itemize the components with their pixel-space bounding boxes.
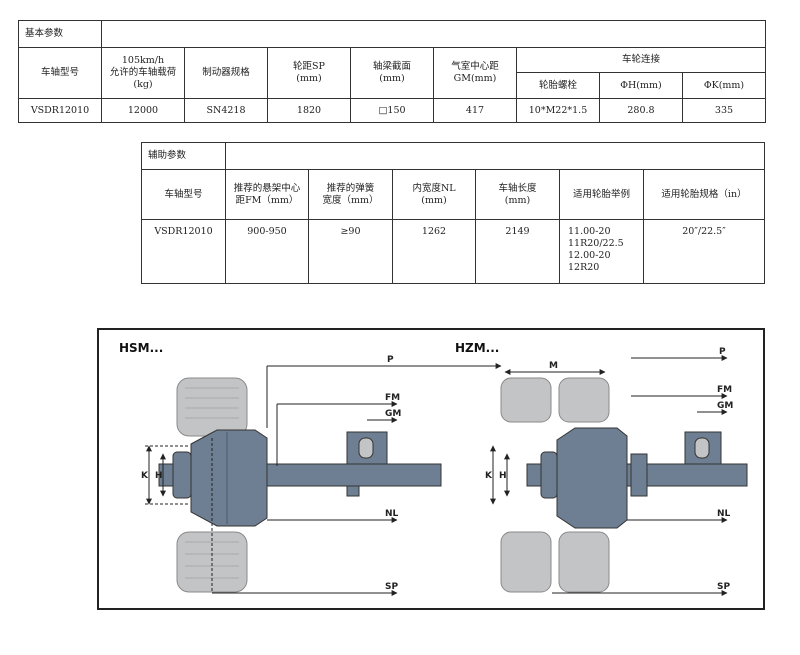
- hsm-upper-tire: [176, 377, 248, 437]
- hzm-label-K: K: [485, 471, 493, 481]
- aux-cell-wheels: 11.00-20 11R20/22.5 12.00-20 12R20: [559, 219, 644, 284]
- header-model: 车轴型号: [18, 47, 102, 99]
- header-beam: 轴梁截面(mm): [350, 47, 434, 99]
- hsm-title: HSM...: [119, 341, 163, 355]
- aux-cell-spring: ≥90: [308, 219, 393, 284]
- header-bolt: 轮胎螺栓: [516, 72, 600, 99]
- cell-model: VSDR12010: [18, 98, 102, 123]
- aux-params-table: 辅助参数 车轴型号 推荐的悬架中心距FM（mm） 推荐的弹簧宽度（mm） 内宽度…: [141, 142, 766, 284]
- cell-track: 1820: [267, 98, 351, 123]
- hzm-label-H: H: [499, 471, 507, 481]
- hzm-lower-tires: [500, 531, 610, 593]
- hsm-label-P: P: [387, 355, 394, 365]
- aux-header-tire: 适用轮胎规格（in）: [642, 169, 766, 220]
- hsm-axle-beam: [266, 463, 442, 487]
- hsm-label-GM: GM: [385, 409, 401, 419]
- hsm-bracket: [346, 431, 388, 497]
- cell-chamber: 417: [433, 98, 517, 123]
- hzm-label-GM: GM: [717, 401, 733, 411]
- cell-load: 12000: [101, 98, 185, 123]
- aux-section-title: 辅助参数: [141, 142, 226, 170]
- hzm-label-NL: NL: [717, 509, 731, 519]
- aux-header-spring: 推荐的弹簧宽度（mm）: [308, 169, 393, 220]
- aux-header-len: 车轴长度(mm): [475, 169, 560, 220]
- aux-header-wheels: 适用轮胎举例: [559, 169, 644, 220]
- axle-diagram: HSM... P FM GM NL SP K H HZM...: [97, 328, 765, 610]
- header-track: 轮距SP(mm): [267, 47, 351, 99]
- aux-cell-nl: 1262: [392, 219, 476, 284]
- table-row: VSDR12010 12000 SN4218 1820 □150 417 10*…: [18, 98, 766, 123]
- hsm-label-NL: NL: [385, 509, 399, 519]
- cell-beam: □150: [350, 98, 434, 123]
- hzm-label-P: P: [719, 347, 726, 357]
- hzm-bracket: [630, 431, 722, 497]
- aux-header-model: 车轴型号: [141, 169, 226, 220]
- header-brake: 制动器规格: [184, 47, 268, 99]
- cell-phiH: 280.8: [599, 98, 683, 123]
- hsm-label-SP: SP: [385, 582, 398, 592]
- aux-header-fm: 推荐的悬架中心距FM（mm）: [225, 169, 309, 220]
- hzm-hub: [526, 427, 628, 529]
- cell-brake: SN4218: [184, 98, 268, 123]
- hzm-label-SP: SP: [717, 582, 730, 592]
- header-wheel-connection: 车轮连接: [516, 47, 766, 73]
- aux-cell-model: VSDR12010: [141, 219, 226, 284]
- header-phiH: ΦH(mm): [599, 72, 683, 99]
- hsm-label-H: H: [155, 471, 163, 481]
- aux-cell-len: 2149: [475, 219, 560, 284]
- basic-section-title: 基本参数: [18, 20, 102, 48]
- table-row: VSDR12010 900-950 ≥90 1262 2149 11.00-20…: [141, 219, 766, 284]
- hsm-label-FM: FM: [385, 393, 400, 403]
- aux-header-nl: 内宽度NL(mm): [392, 169, 476, 220]
- aux-cell-tire: 20″/22.5″: [642, 219, 766, 284]
- header-phiK: ΦK(mm): [682, 72, 766, 99]
- hzm-label-FM: FM: [717, 385, 732, 395]
- hsm-label-K: K: [141, 471, 149, 481]
- cell-bolt: 10*M22*1.5: [516, 98, 600, 123]
- aux-cell-fm: 900-950: [225, 219, 309, 284]
- hzm-label-M: M: [549, 361, 558, 371]
- hzm-upper-tires: [500, 377, 610, 423]
- hzm-title: HZM...: [455, 341, 499, 355]
- cell-phiK: 335: [682, 98, 766, 123]
